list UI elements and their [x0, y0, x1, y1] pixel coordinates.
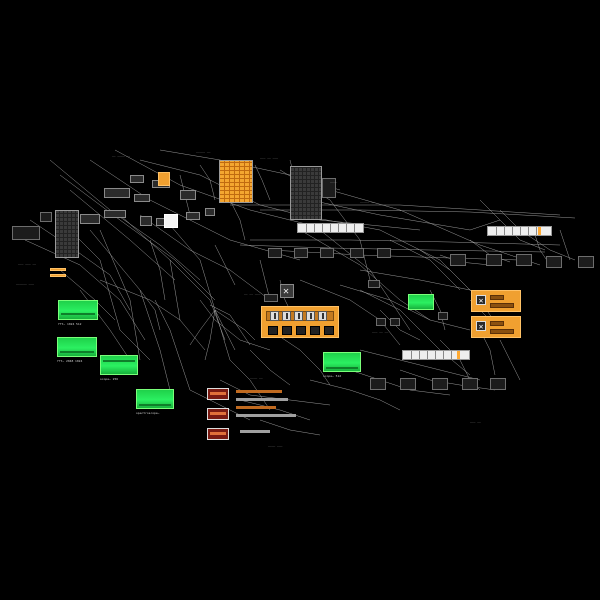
orange-indicator — [50, 274, 66, 277]
voice-panel-2[interactable]: ✕ — [471, 316, 521, 338]
key-highlight — [457, 351, 460, 359]
object-box[interactable] — [236, 414, 296, 417]
spectrum-scope[interactable] — [58, 300, 98, 320]
object-box[interactable] — [80, 214, 100, 224]
object-label: _____ __ — [360, 199, 375, 203]
object-box[interactable] — [180, 190, 196, 200]
object-box[interactable] — [368, 280, 380, 288]
object-box[interactable] — [322, 178, 336, 198]
kslider-3[interactable] — [402, 350, 470, 360]
spectrum-scope[interactable] — [57, 337, 97, 357]
object-box[interactable] — [516, 254, 532, 266]
object-label: __ ____ __ — [112, 153, 131, 157]
object-box[interactable] — [350, 248, 364, 258]
red-toggle[interactable] — [207, 388, 229, 400]
matrix-grid[interactable] — [55, 210, 79, 258]
object-label: ____ ___ — [268, 443, 283, 447]
object-label: ___ __ — [470, 419, 481, 423]
object-box[interactable] — [390, 318, 400, 326]
object-box[interactable] — [104, 210, 126, 218]
object-box[interactable] — [40, 212, 52, 222]
kslider-2[interactable] — [487, 226, 552, 236]
scope-label: spectroscope~ — [136, 411, 160, 415]
object-box[interactable] — [130, 175, 144, 183]
red-toggle[interactable] — [207, 408, 229, 420]
object-label: ___ __ ___ — [260, 155, 279, 159]
object-box[interactable] — [377, 248, 391, 258]
step-pad[interactable] — [310, 326, 320, 335]
slider-handle[interactable] — [270, 311, 279, 321]
object-label: ___ __ __ — [372, 329, 389, 333]
step-pad[interactable] — [324, 326, 334, 335]
scope-label: scope~ 256 — [100, 377, 119, 381]
object-box[interactable] — [438, 312, 448, 320]
object-box[interactable] — [294, 248, 308, 258]
object-box[interactable] — [376, 318, 386, 326]
object-box[interactable] — [134, 194, 150, 202]
object-label: __ __ ___ — [244, 291, 261, 295]
object-box[interactable] — [400, 378, 416, 390]
voice-panel-1[interactable]: ✕ — [471, 290, 521, 312]
close-icon[interactable]: ✕ — [476, 295, 486, 305]
matrix-grid-large[interactable] — [290, 166, 322, 220]
object-box[interactable] — [320, 248, 334, 258]
kslider-1[interactable] — [297, 223, 364, 233]
object-box[interactable] — [490, 378, 506, 390]
number-box[interactable] — [490, 295, 504, 300]
step-pad[interactable] — [296, 326, 306, 335]
object-box[interactable] — [236, 406, 276, 409]
object-label: ____ — [330, 179, 338, 183]
object-label: _____ __ — [196, 149, 211, 153]
object-box[interactable] — [462, 378, 478, 390]
slider-handle[interactable] — [306, 311, 315, 321]
object-box[interactable] — [236, 390, 282, 393]
object-box[interactable] — [432, 378, 448, 390]
slider-handle[interactable] — [282, 311, 291, 321]
sequencer-grid[interactable] — [219, 160, 253, 203]
object-box[interactable] — [450, 254, 466, 266]
object-box[interactable] — [140, 216, 152, 226]
scope-label: fft~ 1024 512 — [58, 322, 82, 326]
object-box[interactable] — [104, 188, 130, 198]
object-box[interactable] — [546, 256, 562, 268]
spectrum-scope[interactable] — [100, 355, 138, 375]
close-icon[interactable]: ✕ — [476, 321, 486, 331]
number-box[interactable] — [490, 329, 514, 334]
close-icon[interactable]: ✕ — [283, 286, 290, 297]
step-pad[interactable] — [268, 326, 278, 335]
object-box[interactable] — [240, 430, 270, 433]
number-box[interactable] — [490, 303, 514, 308]
object-box[interactable] — [268, 248, 282, 258]
object-box[interactable] — [186, 212, 200, 220]
scope-label: fft~ 2048 1024 — [57, 359, 83, 363]
object-box[interactable] — [236, 398, 288, 401]
step-pad[interactable] — [282, 326, 292, 335]
white-panel[interactable] — [164, 214, 178, 228]
object-box[interactable] — [205, 208, 215, 216]
object-label: ___ ___ __ — [18, 261, 37, 265]
object-box[interactable] — [12, 226, 40, 240]
scope-label: scope~ 512 — [323, 374, 342, 378]
slider-handle[interactable] — [318, 311, 327, 321]
key-highlight — [538, 227, 541, 235]
spectrum-scope[interactable] — [323, 352, 361, 372]
orange-indicator — [50, 268, 66, 271]
spectrum-scope[interactable] — [136, 389, 174, 409]
number-box[interactable] — [490, 321, 504, 326]
object-label: ____ __ — [250, 375, 263, 379]
object-box[interactable] — [486, 254, 502, 266]
object-box[interactable] — [264, 294, 278, 302]
step-sequencer-bank[interactable] — [261, 306, 339, 338]
object-box[interactable] — [370, 378, 386, 390]
slider-handle[interactable] — [294, 311, 303, 321]
level-meter[interactable] — [408, 294, 434, 310]
object-box[interactable]: ✕ — [280, 284, 294, 298]
red-toggle[interactable] — [207, 428, 229, 440]
object-label: ______ ___ — [16, 281, 35, 285]
object-box[interactable] — [578, 256, 594, 268]
orange-button[interactable] — [158, 172, 170, 186]
